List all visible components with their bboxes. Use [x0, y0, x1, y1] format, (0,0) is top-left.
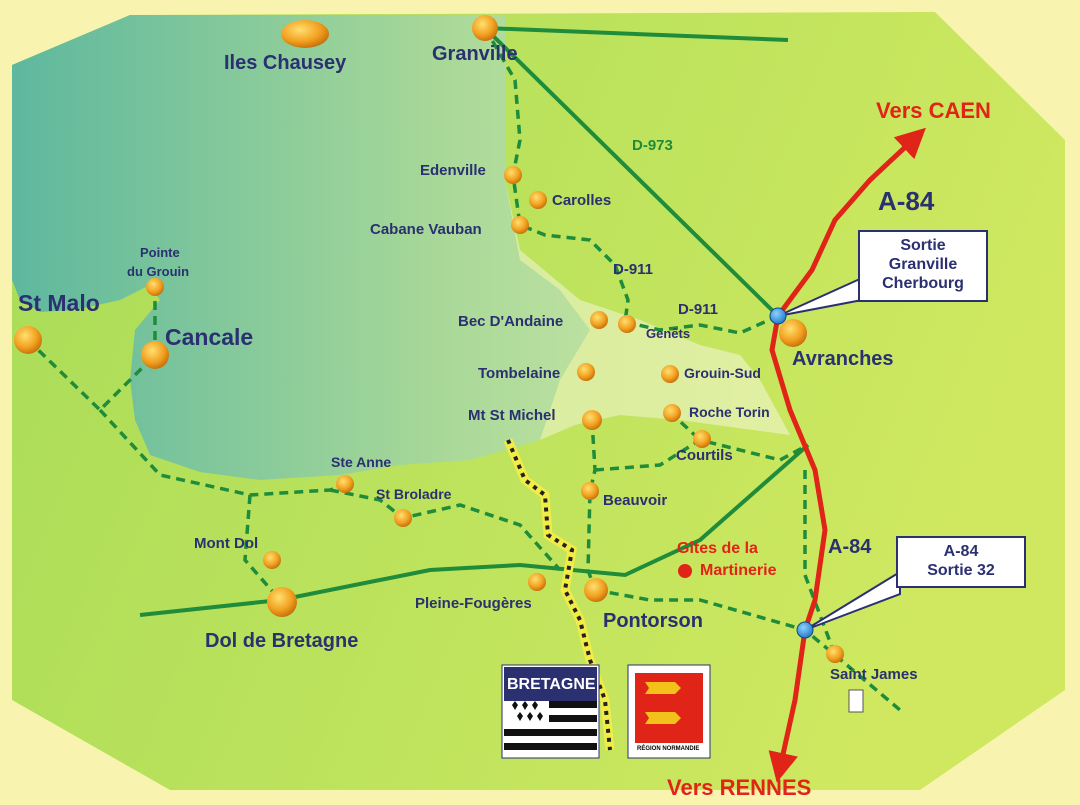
vers-rennes-label: Vers RENNES [667, 775, 812, 800]
bretagne-flag-label: BRETAGNE [507, 676, 596, 693]
cancale-marker [141, 341, 169, 369]
bec-dandaine-marker [590, 311, 608, 329]
a84-label-south: A-84 [828, 536, 872, 558]
tombelaine-marker [577, 363, 595, 381]
d911-label-1: D-911 [613, 261, 654, 278]
vers-caen-label: Vers CAEN [876, 98, 991, 123]
mt-st-michel-marker [582, 410, 602, 430]
ste-anne-marker [336, 475, 354, 493]
carolles-marker [529, 191, 547, 209]
mont-dol-label: Mont Dol [194, 535, 259, 552]
courtils-marker [693, 430, 711, 448]
st-malo-label: St Malo [18, 290, 100, 316]
edenville-marker [504, 166, 522, 184]
st-broladre-label: St Broladre [376, 486, 452, 502]
gites-label-line1: Gîtes de la [677, 540, 758, 557]
bec-dandaine-label: Bec D'Andaine [458, 313, 564, 330]
gites-marker-icon [678, 564, 692, 578]
gites-label-line2: Martinerie [700, 562, 777, 579]
roche-torin-marker [663, 404, 681, 422]
granville-label: Granville [432, 43, 518, 65]
pleine-fougeres-label: Pleine-Fougères [415, 595, 532, 612]
cabane-vauban-label: Cabane Vauban [370, 221, 482, 238]
dol-de-bretagne-marker [267, 587, 297, 617]
bretagne-flag-icon [501, 664, 600, 759]
genets-label: Genêts [646, 326, 691, 341]
grouin-sud-label: Grouin-Sud [684, 365, 761, 381]
st-broladre-marker [394, 509, 412, 527]
mt-st-michel-label: Mt St Michel [468, 407, 556, 424]
building-icon [848, 689, 864, 713]
beauvoir-label: Beauvoir [603, 492, 668, 509]
pointe-du-grouin-marker [146, 278, 164, 296]
tombelaine-label: Tombelaine [478, 365, 561, 382]
a84-label-north: A-84 [878, 186, 935, 216]
genets-marker [618, 315, 636, 333]
a84-motorway-north [775, 127, 926, 318]
sortie-32-callout: A-84 Sortie 32 [896, 536, 1026, 588]
roche-torin-label: Roche Torin [689, 404, 770, 420]
saint-james-marker [826, 645, 844, 663]
iles-chausey-marker [281, 20, 329, 48]
callout-line: A-84 [943, 543, 979, 560]
callout-line: Sortie 32 [927, 562, 995, 579]
pleine-fougeres-marker [528, 573, 546, 591]
a84-motorway-south [768, 315, 828, 783]
grouin-sud-marker [661, 365, 679, 383]
cabane-vauban-marker [511, 216, 529, 234]
normandie-flag-icon [627, 664, 711, 759]
cancale-label: Cancale [165, 324, 254, 350]
exit-32-icon [796, 621, 814, 639]
edenville-label: Edenville [420, 162, 486, 179]
place-markers [14, 15, 844, 663]
avranches-label: Avranches [792, 348, 894, 370]
courtils-label: Courtils [676, 447, 733, 464]
granville-marker [472, 15, 498, 41]
exit-granville-cherbourg-icon [769, 307, 787, 325]
sortie-granville-cherbourg-callout: Sortie Granville Cherbourg [858, 230, 988, 302]
du-grouin-label: du Grouin [127, 264, 190, 279]
callout-line: Sortie [900, 237, 946, 254]
avranches-marker [779, 319, 807, 347]
dol-de-bretagne-label: Dol de Bretagne [205, 630, 359, 652]
normandie-flag-label: RÉGION NORMANDIE [637, 746, 700, 752]
callout-line: Granville [888, 256, 958, 273]
pontorson-label: Pontorson [603, 610, 703, 632]
beauvoir-marker [581, 482, 599, 500]
iles-chausey-label: Iles Chausey [224, 52, 347, 74]
ste-anne-label: Ste Anne [331, 454, 392, 470]
st-malo-marker [14, 326, 42, 354]
d911-label-2: D-911 [678, 301, 719, 318]
saint-james-label: Saint James [830, 666, 918, 683]
pointe-label: Pointe [140, 245, 180, 260]
d973-label: D-973 [632, 137, 673, 154]
carolles-label: Carolles [552, 192, 612, 209]
bay-sands [505, 180, 790, 440]
callout-line: Cherbourg [882, 275, 964, 292]
pontorson-marker [584, 578, 608, 602]
mont-dol-marker [263, 551, 281, 569]
